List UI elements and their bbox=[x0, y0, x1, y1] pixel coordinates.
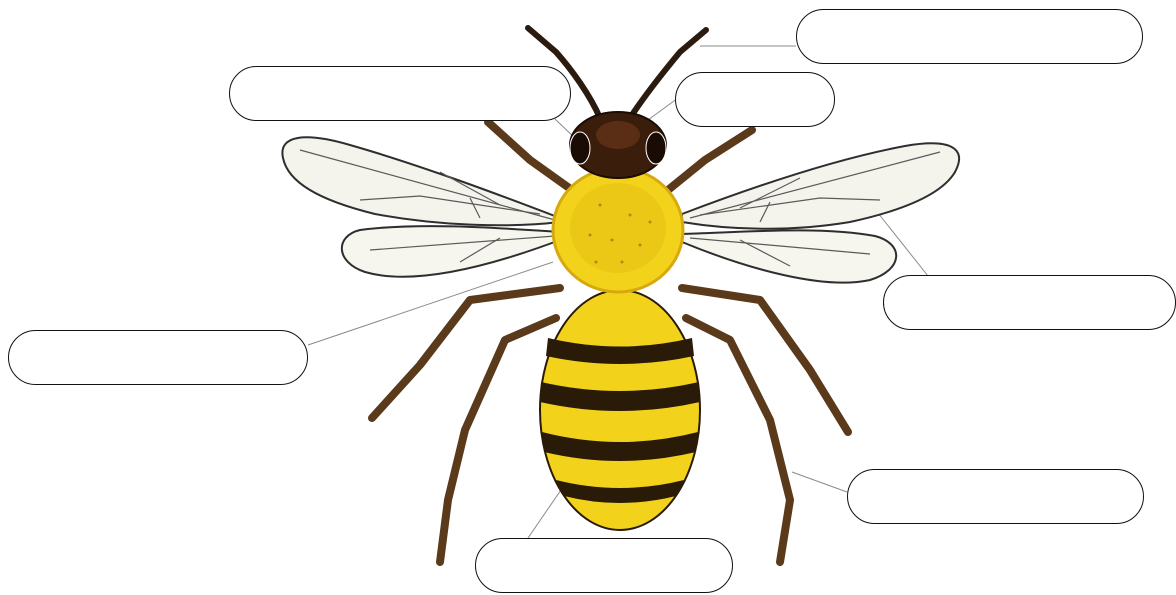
wing-left-lower bbox=[342, 226, 560, 277]
leg-hind-right bbox=[686, 318, 790, 562]
leg-hind-left bbox=[440, 318, 556, 562]
eye-right bbox=[646, 132, 666, 164]
leg-mid-left bbox=[372, 288, 560, 418]
label-box-abdomen[interactable] bbox=[475, 538, 733, 593]
leader-leg bbox=[792, 472, 847, 492]
head bbox=[570, 112, 666, 178]
eye-left bbox=[570, 132, 590, 164]
label-box-leg[interactable] bbox=[847, 469, 1144, 524]
wing-right-upper bbox=[682, 143, 959, 228]
wing-right-lower bbox=[682, 230, 896, 282]
label-box-thorax[interactable] bbox=[8, 330, 308, 385]
abdomen bbox=[540, 290, 700, 530]
leader-head bbox=[648, 98, 678, 120]
label-box-antenna[interactable] bbox=[796, 9, 1143, 64]
leg-front-right bbox=[668, 130, 752, 190]
thorax bbox=[553, 168, 683, 292]
leg-front-left bbox=[488, 122, 572, 190]
label-box-wing[interactable] bbox=[883, 275, 1176, 330]
leader-abdomen bbox=[528, 487, 563, 538]
label-box-eye[interactable] bbox=[229, 66, 571, 121]
label-box-head[interactable] bbox=[675, 72, 835, 127]
